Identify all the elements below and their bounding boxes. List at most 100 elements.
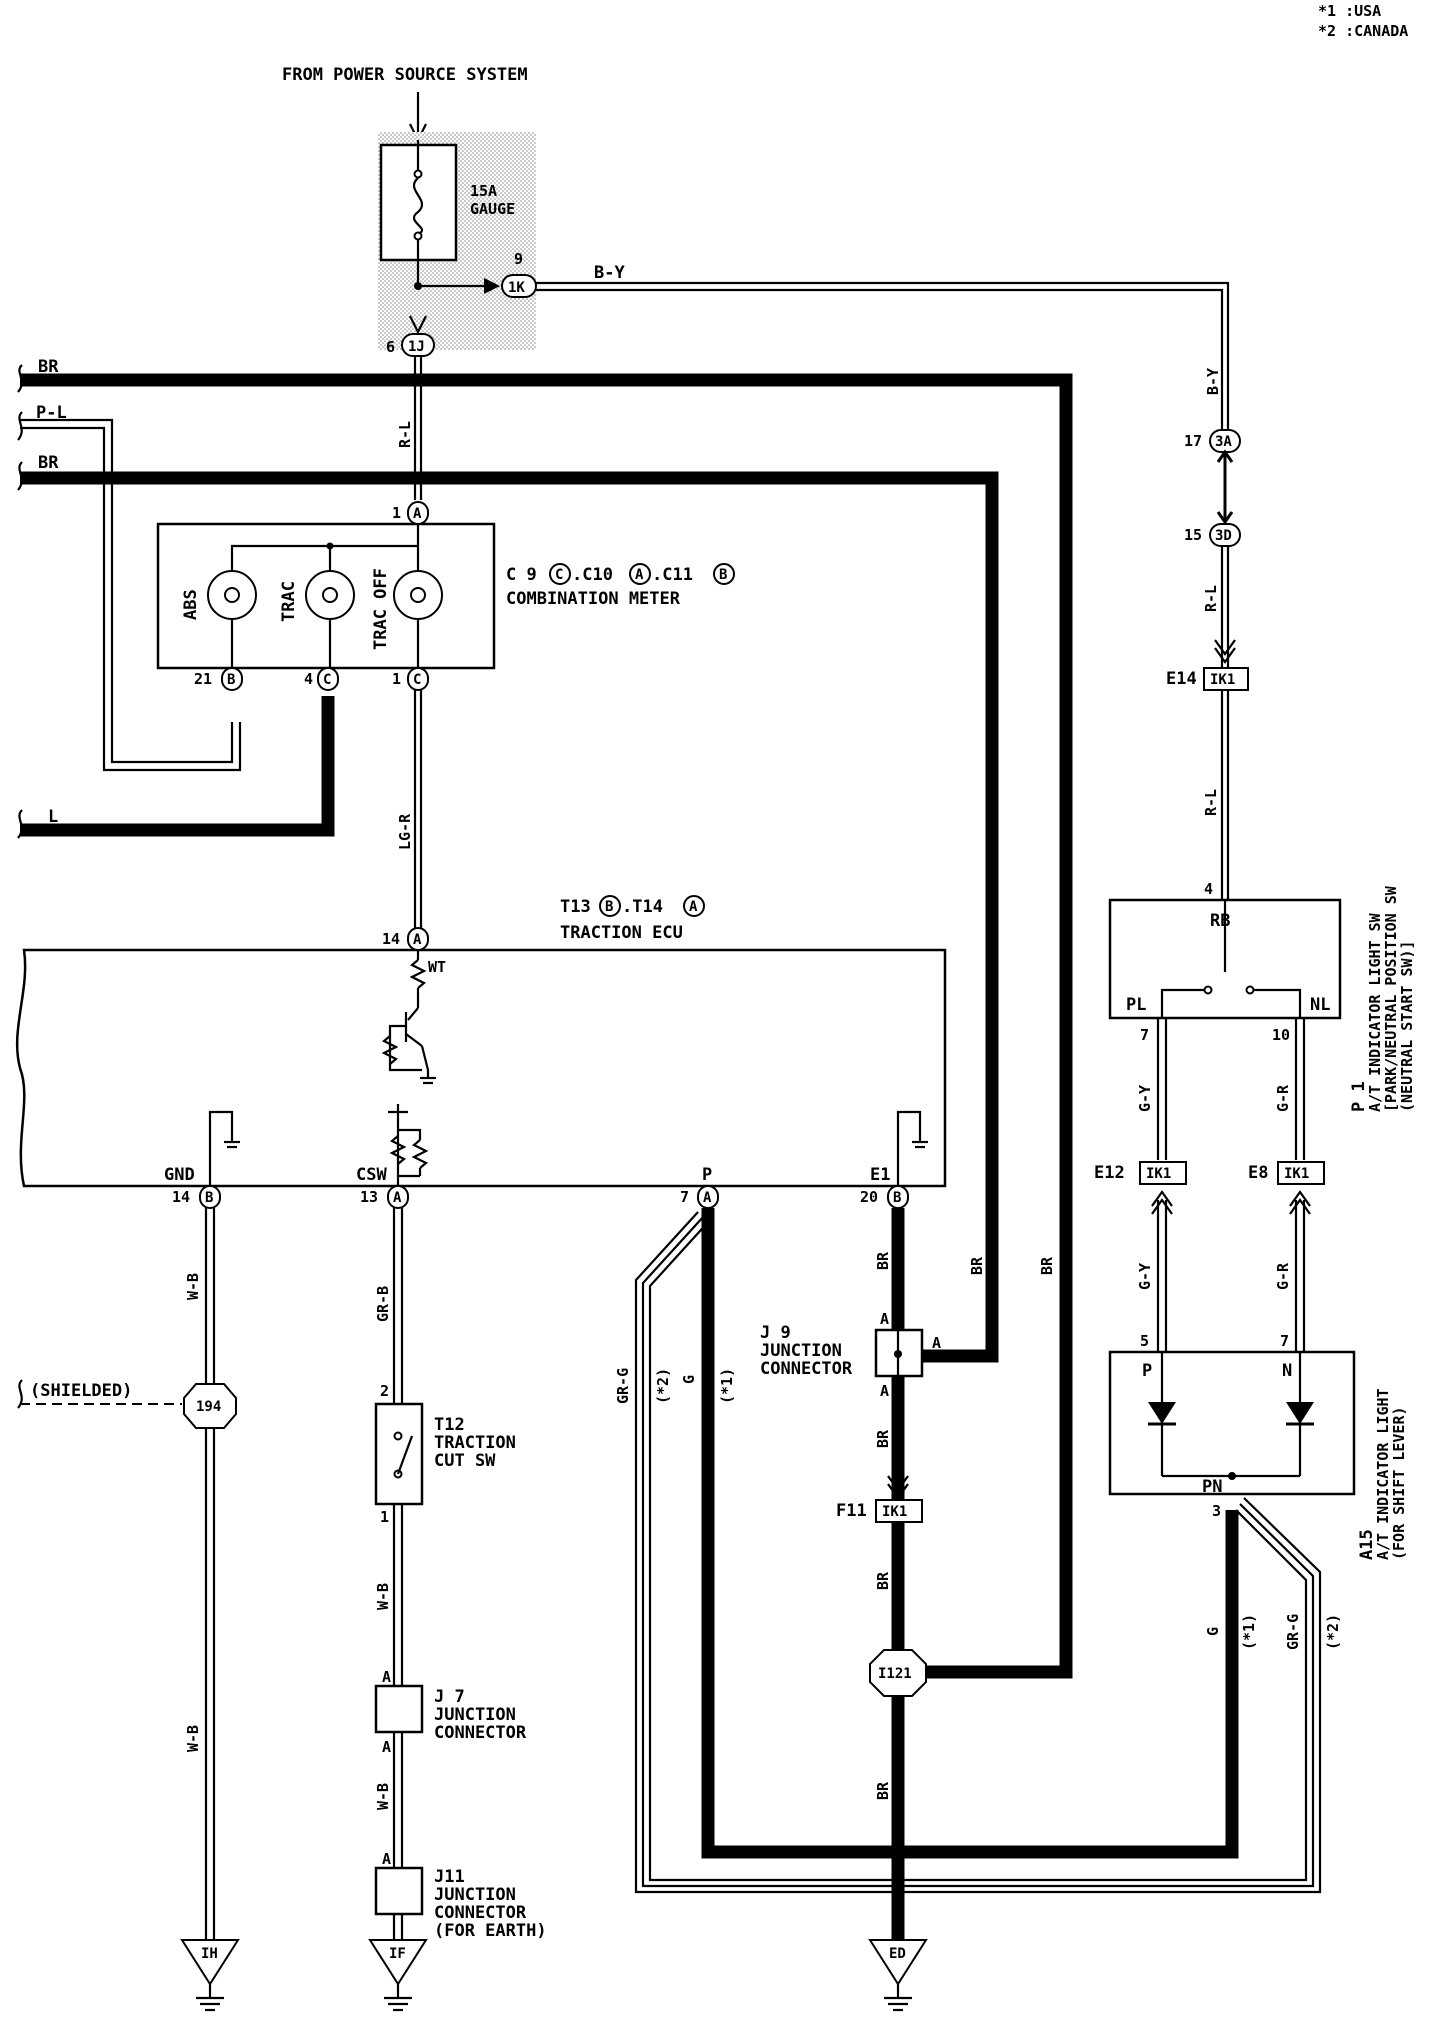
wire-label-star2-right: (*2) bbox=[1324, 1614, 1342, 1650]
power-source-label: FROM POWER SOURCE SYSTEM bbox=[282, 65, 528, 85]
e12-connector bbox=[1139, 1161, 1187, 1185]
arrow-f11 bbox=[887, 1475, 909, 1500]
conn-ecu-csw bbox=[387, 1185, 409, 1209]
ecu-ref-b-circle bbox=[599, 895, 621, 917]
p1-line1: A/T INDICATOR LIGHT SW bbox=[1366, 912, 1384, 1112]
ecu-e1-circuit bbox=[896, 1110, 928, 1186]
conn-3a-label: 3A bbox=[1215, 434, 1232, 450]
wire-label-g-right: G bbox=[1204, 1627, 1222, 1636]
meter-ref-c11: .C11 bbox=[652, 565, 693, 585]
pin-ecu-csw: 13 bbox=[360, 1188, 378, 1206]
ecu-gnd-label: GND bbox=[164, 1165, 195, 1185]
j9-pin-right: A bbox=[932, 1334, 941, 1352]
e14-label: IK1 bbox=[1210, 672, 1235, 688]
conn-meter-c4 bbox=[317, 667, 339, 691]
wire-lgr bbox=[413, 690, 423, 928]
splice-194 bbox=[183, 1383, 237, 1429]
t12-ref: T12 bbox=[434, 1415, 465, 1435]
pin-sw10: 10 bbox=[1272, 1026, 1290, 1044]
wire-rl-right-upper bbox=[1220, 546, 1230, 668]
p1-rb: RB bbox=[1210, 911, 1230, 931]
j11-line3: (FOR EARTH) bbox=[434, 1921, 547, 1941]
j9-line2: CONNECTOR bbox=[760, 1359, 853, 1379]
j11-ref: J11 bbox=[434, 1867, 465, 1887]
lamp-trac-off-label: TRAC OFF bbox=[371, 568, 391, 650]
ecu-csw-label: CSW bbox=[356, 1165, 387, 1185]
pin-meter-b: 21 bbox=[194, 670, 212, 688]
shielded-label: (SHIELDED) bbox=[30, 1381, 132, 1401]
pin-ecu-gnd: 14 bbox=[172, 1188, 190, 1206]
pin-3d: 15 bbox=[1184, 526, 1202, 544]
wire-br-second bbox=[20, 471, 999, 1363]
wire-label-br-second: BR bbox=[38, 453, 59, 473]
pin-meter-c1: 1 bbox=[392, 670, 401, 688]
pin-sw7: 7 bbox=[1140, 1026, 1149, 1044]
conn-3d-label: 3D bbox=[1215, 528, 1232, 544]
a15-line2: (FOR SHIFT LEVER) bbox=[1390, 1406, 1408, 1560]
j9-line1: JUNCTION bbox=[760, 1341, 842, 1361]
wire-label-grb: GR-B bbox=[374, 1286, 392, 1322]
j7-line2: CONNECTOR bbox=[434, 1723, 527, 1743]
ground-if-icon bbox=[368, 1939, 428, 2012]
ground-ed-label: ED bbox=[889, 1946, 906, 1962]
ecu-wt-circuit bbox=[381, 950, 436, 1085]
conn-ecu-p-label: A bbox=[703, 1190, 712, 1206]
t12-switch-contact-icon bbox=[393, 1431, 414, 1479]
e14-ref: E14 bbox=[1166, 669, 1197, 689]
pin-sw4: 4 bbox=[1204, 880, 1213, 898]
wire-gr-lower bbox=[1294, 1200, 1306, 1352]
conn-meter-b-label: B bbox=[227, 672, 235, 688]
t12-line2: CUT SW bbox=[434, 1451, 496, 1471]
wire-grg-canada bbox=[634, 1211, 1322, 1894]
e8-ref: E8 bbox=[1248, 1163, 1268, 1183]
continuation-marks bbox=[17, 364, 23, 1409]
wire-label-g-left: G bbox=[680, 1375, 698, 1384]
conn-3d bbox=[1209, 523, 1241, 547]
wire-l bbox=[20, 696, 335, 837]
wire-label-wb-gnd-top: W-B bbox=[184, 1273, 202, 1300]
p1-line2: [PARK/NEUTRAL POSITION SW bbox=[1382, 885, 1400, 1112]
meter-ref-a-circle bbox=[629, 563, 651, 585]
e14-connector bbox=[1203, 667, 1249, 691]
wire-label-gr-upper: G-R bbox=[1274, 1084, 1292, 1112]
wire-wb-gnd bbox=[204, 1208, 216, 1940]
meter-internal-wiring bbox=[230, 524, 420, 668]
pin-ecu-e1: 20 bbox=[860, 1188, 878, 1206]
splice-194-label: 194 bbox=[196, 1399, 221, 1415]
meter-junction-dot bbox=[326, 542, 334, 550]
j11-connector bbox=[374, 1866, 424, 1916]
conn-meter-a-label: A bbox=[413, 506, 422, 522]
pin-t12-1: 1 bbox=[380, 1508, 389, 1526]
ecu-ref-t13: T13 bbox=[560, 897, 591, 917]
a15-line1: A/T INDICATOR LIGHT bbox=[1374, 1388, 1392, 1560]
e12-ref: E12 bbox=[1094, 1163, 1125, 1183]
meter-ref-c9: C 9 bbox=[506, 565, 537, 585]
legend-canada: *2 :CANADA bbox=[1318, 22, 1408, 40]
j7-pin-top: A bbox=[382, 1668, 391, 1686]
arrow-1j bbox=[409, 315, 427, 335]
j11-line1: JUNCTION bbox=[434, 1885, 516, 1905]
pin-t12-2: 2 bbox=[380, 1382, 389, 1400]
conn-1j-label: 1J bbox=[408, 339, 425, 355]
wire-label-lgr: LG-R bbox=[396, 813, 414, 850]
traction-ecu bbox=[15, 948, 947, 1188]
ecu-title: TRACTION ECU bbox=[560, 923, 683, 943]
wire-label-star1-left: (*1) bbox=[718, 1368, 736, 1404]
wire-label-star2-left: (*2) bbox=[654, 1368, 672, 1404]
meter-ref-b-letter: B bbox=[719, 567, 727, 583]
wire-gy-upper bbox=[1156, 1018, 1168, 1160]
ground-ih-icon bbox=[180, 1939, 240, 2012]
conn-ecu-gnd-label: B bbox=[205, 1190, 213, 1206]
ecu-ref-a-letter: A bbox=[689, 899, 698, 915]
wire-label-wb-t12: W-B bbox=[374, 1583, 392, 1610]
ecu-e1-label: E1 bbox=[870, 1165, 890, 1185]
meter-ref-c-circle bbox=[549, 563, 571, 585]
wire-wb-t12 bbox=[392, 1504, 404, 1686]
lamp-abs-label: ABS bbox=[181, 589, 201, 620]
ecu-ref-a-circle bbox=[683, 895, 705, 917]
pin-ind5: 5 bbox=[1140, 1332, 1149, 1350]
a15-pn: PN bbox=[1202, 1477, 1222, 1497]
j11-line2: CONNECTOR bbox=[434, 1903, 527, 1923]
conn-1k-label: 1K bbox=[508, 280, 525, 296]
